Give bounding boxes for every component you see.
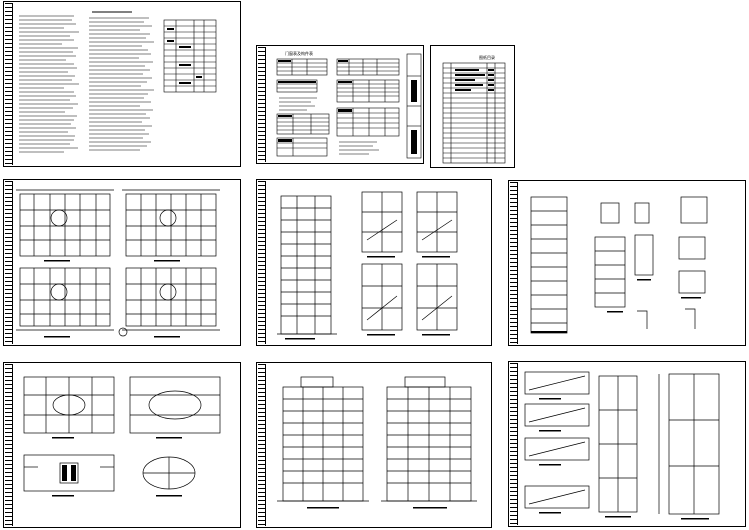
floor-plans-drawing [16, 189, 220, 338]
sheet-roof-plans[interactable] [3, 362, 241, 528]
sheet-wall-details[interactable] [508, 180, 746, 346]
drawing-list-table [442, 62, 506, 164]
sheet-door-window-schedule[interactable]: 门窗表及构件表 [256, 45, 424, 164]
sheet-title-block [258, 364, 266, 526]
stair-details-drawing [524, 371, 720, 520]
elevations-drawing [277, 376, 477, 509]
sheet-title-block [5, 364, 13, 526]
sheet-title-block [5, 3, 13, 165]
sheet-title-block [510, 182, 518, 344]
sheet-title-block [258, 47, 266, 162]
design-notes-drawing [19, 11, 217, 153]
sheet-drawing-list[interactable]: 图纸目录 [430, 45, 515, 168]
sheet-title-block [510, 363, 518, 525]
sheet-stair-details[interactable] [508, 361, 746, 527]
drawing-list-title: 图纸目录 [479, 55, 495, 60]
sheet-title-block [258, 181, 266, 344]
sheet-design-notes[interactable] [3, 1, 241, 167]
sheet-sections-stair-details[interactable] [256, 179, 492, 346]
sheet-elevations[interactable] [256, 362, 492, 528]
schedule-tables-drawing [276, 53, 422, 159]
schedule-title: 门窗表及构件表 [285, 51, 313, 56]
sheet-title-block [5, 181, 13, 344]
roof-plans-drawing [23, 376, 221, 497]
sheet-floor-plans[interactable] [3, 179, 241, 346]
sections-drawing [277, 191, 458, 340]
wall-details-drawing [530, 196, 708, 334]
